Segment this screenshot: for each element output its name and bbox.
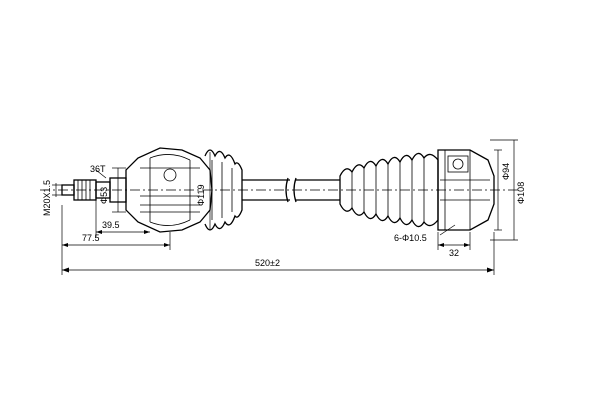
bolt-holes-label: 6-Φ10.5 [394,233,427,243]
thread-label: M20X1.5 [42,180,52,216]
spline-label: 36T [90,164,106,174]
outer-boot [204,149,243,231]
length-77-5-label: 77.5 [82,233,100,243]
outer-diameter-53-label: Φ53 [99,187,109,204]
total-length-label: 520±2 [255,258,280,268]
shaft [242,177,340,203]
length-39-5-label: 39.5 [102,220,120,230]
inner-length-32-label: 32 [449,248,459,258]
outer-cv-joint [125,147,213,233]
outer-diameter-119-label: Φ119 [196,184,206,206]
flange-diameter-108-label: Φ108 [516,182,526,204]
inner-cv-joint [437,149,495,231]
flange-diameter-94-label: Φ94 [501,163,511,180]
